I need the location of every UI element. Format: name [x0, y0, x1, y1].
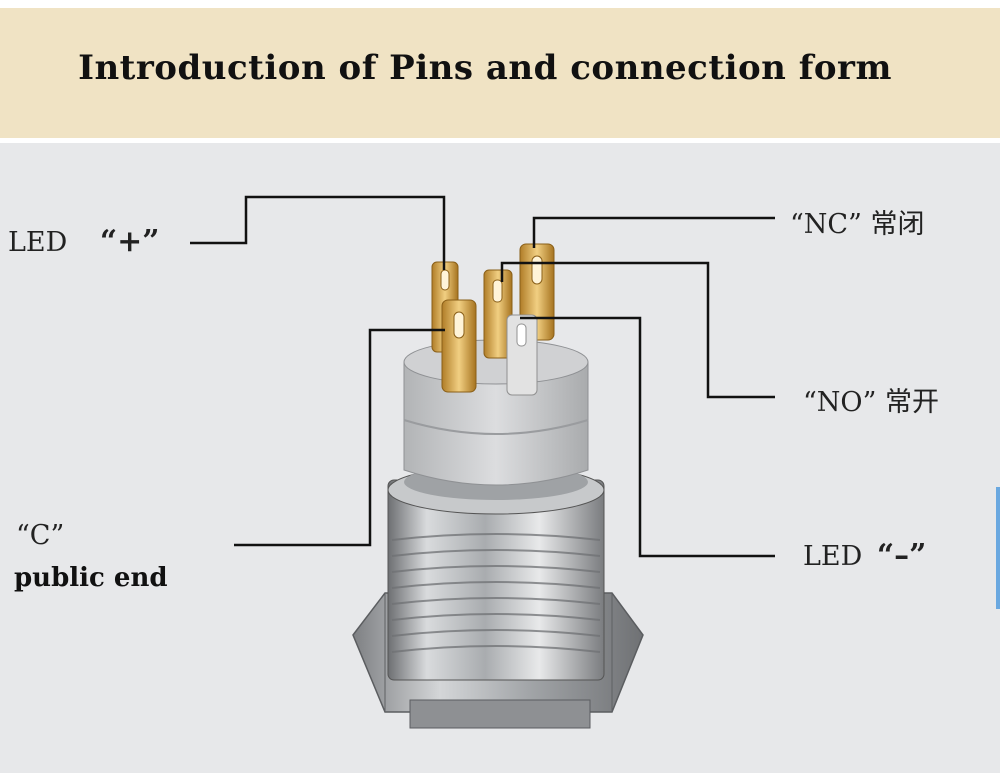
label-led-plus: LED “+”	[8, 224, 160, 259]
leader-no	[500, 261, 775, 399]
leader-nc	[532, 216, 775, 248]
label-c: “C”	[16, 520, 65, 551]
led-minus-prefix: LED	[803, 541, 863, 572]
pin-c	[441, 299, 477, 393]
page-title: Introduction of Pins and connection form	[78, 48, 892, 88]
label-nc: “NC” 常闭	[790, 209, 925, 240]
led-plus-prefix: LED	[8, 227, 68, 258]
edge-accent	[996, 487, 1000, 609]
leader-led-plus	[190, 195, 446, 270]
led-plus-mark: “+”	[99, 224, 160, 259]
pin-no	[483, 269, 513, 359]
leader-led-minus	[520, 316, 775, 558]
led-minus-mark: “–”	[876, 538, 927, 573]
pin-led-minus	[506, 314, 538, 396]
title-banner	[0, 8, 1000, 138]
label-public-end: public end	[14, 563, 168, 593]
label-led-minus: LED “–”	[803, 538, 926, 573]
label-no: “NO” 常开	[803, 387, 939, 418]
threaded-barrel	[387, 464, 605, 681]
leader-lines	[190, 195, 775, 558]
leader-c	[234, 328, 445, 547]
insulator-block	[403, 339, 589, 486]
